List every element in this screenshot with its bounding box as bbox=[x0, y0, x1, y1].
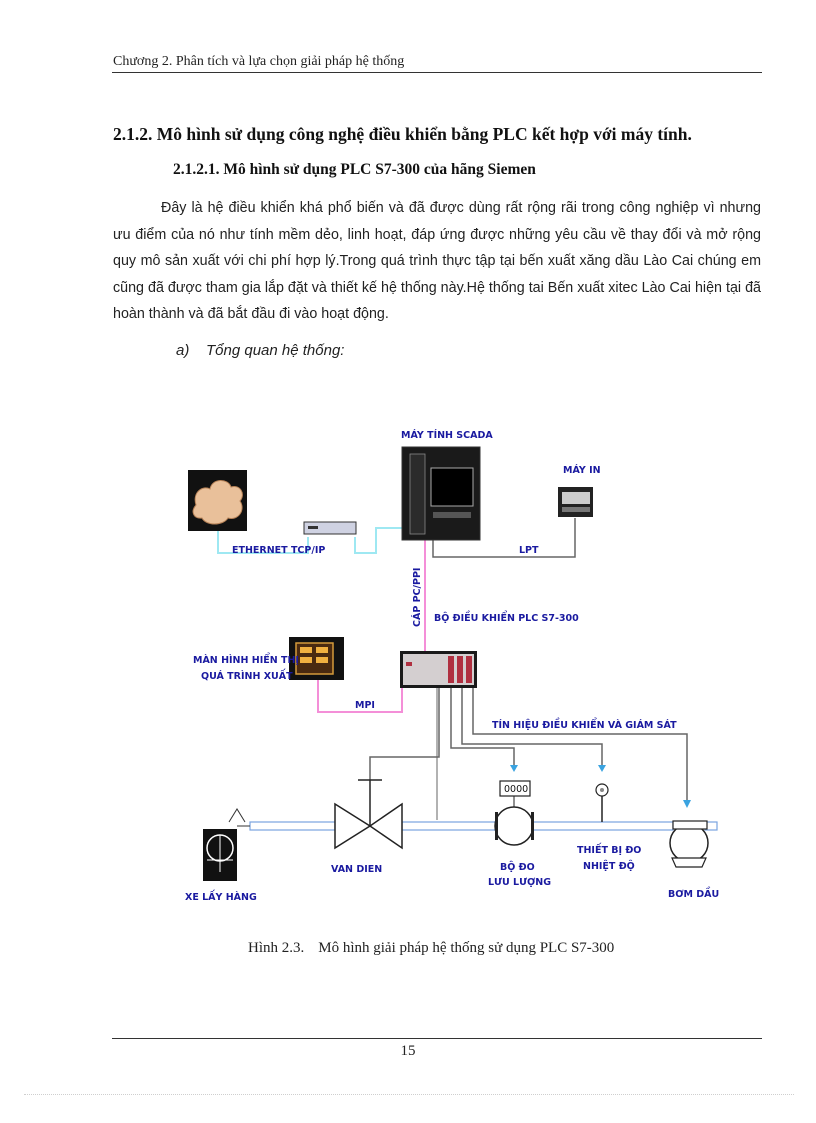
list-item: a) Tổng quan hệ thống: bbox=[176, 342, 344, 359]
scada-computer-icon bbox=[401, 446, 481, 541]
footer-rule bbox=[112, 1038, 762, 1039]
pipeline-left bbox=[249, 821, 336, 831]
mpi-line bbox=[317, 680, 403, 713]
label-hmi-2: QUÁ TRÌNH XUẤT bbox=[201, 669, 293, 682]
figure-number: Hình 2.3. bbox=[248, 940, 305, 956]
plc-temp-line bbox=[461, 688, 603, 765]
label-lpt: LPT bbox=[519, 545, 539, 556]
label-temp-2: NHIỆT ĐỘ bbox=[583, 861, 635, 872]
header-rule bbox=[112, 72, 762, 73]
body-paragraph: Đây là hệ điều khiển khá phổ biến và đã … bbox=[113, 195, 761, 328]
list-item-text: Tổng quan hệ thống: bbox=[206, 342, 345, 359]
label-temp-1: THIẾT BỊ ĐO bbox=[577, 843, 641, 856]
label-printer: MÁY IN bbox=[563, 464, 601, 476]
pipeline-mid bbox=[401, 821, 501, 831]
hmi-screen-icon bbox=[289, 637, 344, 680]
temp-arrow bbox=[598, 765, 606, 772]
label-flow-1: BỘ ĐO bbox=[500, 862, 535, 873]
pipeline-mid2 bbox=[527, 821, 674, 831]
section-heading: 2.1.2. Mô hình sử dụng công nghệ điều kh… bbox=[113, 124, 692, 144]
subsection-heading: 2.1.2.1. Mô hình sử dụng PLC S7-300 của … bbox=[173, 161, 536, 178]
network-switch-icon bbox=[303, 521, 357, 535]
label-flow-2: LƯU LƯỢNG bbox=[488, 877, 551, 888]
flow-meter-icon bbox=[494, 780, 534, 846]
label-ethernet: ETHERNET TCP/IP bbox=[232, 545, 325, 556]
label-mpi: MPI bbox=[355, 700, 375, 711]
running-header: Chương 2. Phân tích và lựa chọn giải phá… bbox=[113, 54, 405, 69]
plc-flow-line bbox=[450, 688, 515, 765]
oil-pump-icon bbox=[669, 820, 709, 868]
label-meter-display: 0000 bbox=[504, 784, 528, 795]
page-bottom-dotted-line bbox=[24, 1094, 794, 1095]
pump-arrow bbox=[683, 800, 691, 808]
printer-icon bbox=[558, 487, 593, 517]
list-marker: a) bbox=[176, 342, 190, 359]
system-diagram: MÁY TÍNH SCADA MÁY IN ETHERNET TCP/IP LP… bbox=[185, 429, 719, 903]
label-plc: BỘ ĐIỀU KHIỂN PLC S7-300 bbox=[434, 611, 579, 624]
label-signal: TÍN HIỆU ĐIỀU KHIỂN VÀ GIÁM SÁT bbox=[492, 718, 677, 731]
figure-caption: Hình 2.3. Mô hình giải pháp hệ thống sử d… bbox=[248, 940, 614, 957]
label-pump: BƠM DẦU bbox=[668, 887, 719, 900]
network-cloud-icon bbox=[188, 470, 247, 531]
ethernet-line bbox=[217, 530, 309, 554]
flow-arrow bbox=[510, 765, 518, 772]
label-valve: VAN DIEN bbox=[331, 864, 382, 875]
plc-valve-line bbox=[369, 688, 440, 780]
figure-caption-text: Mô hình giải pháp hệ thống sử dụng PLC S… bbox=[318, 940, 615, 956]
temperature-sensor-icon bbox=[595, 783, 609, 822]
tanker-truck-icon bbox=[203, 808, 246, 881]
paragraph-text: Đây là hệ điều khiển khá phổ biến và đã … bbox=[113, 200, 761, 322]
plc-icon bbox=[400, 651, 477, 688]
page-number: 15 bbox=[400, 1043, 416, 1059]
label-hmi-1: MÀN HÌNH HIỂN THỊ bbox=[193, 653, 299, 666]
lpt-line bbox=[432, 518, 576, 558]
electric-valve-icon bbox=[334, 779, 403, 850]
ethernet-line-2 bbox=[354, 527, 402, 554]
label-cable: CÁP PC/PPI bbox=[411, 568, 423, 627]
label-tanker: XE LẤY HÀNG bbox=[185, 890, 257, 903]
label-scada: MÁY TÍNH SCADA bbox=[401, 429, 493, 441]
plc-pump-line bbox=[472, 688, 688, 800]
